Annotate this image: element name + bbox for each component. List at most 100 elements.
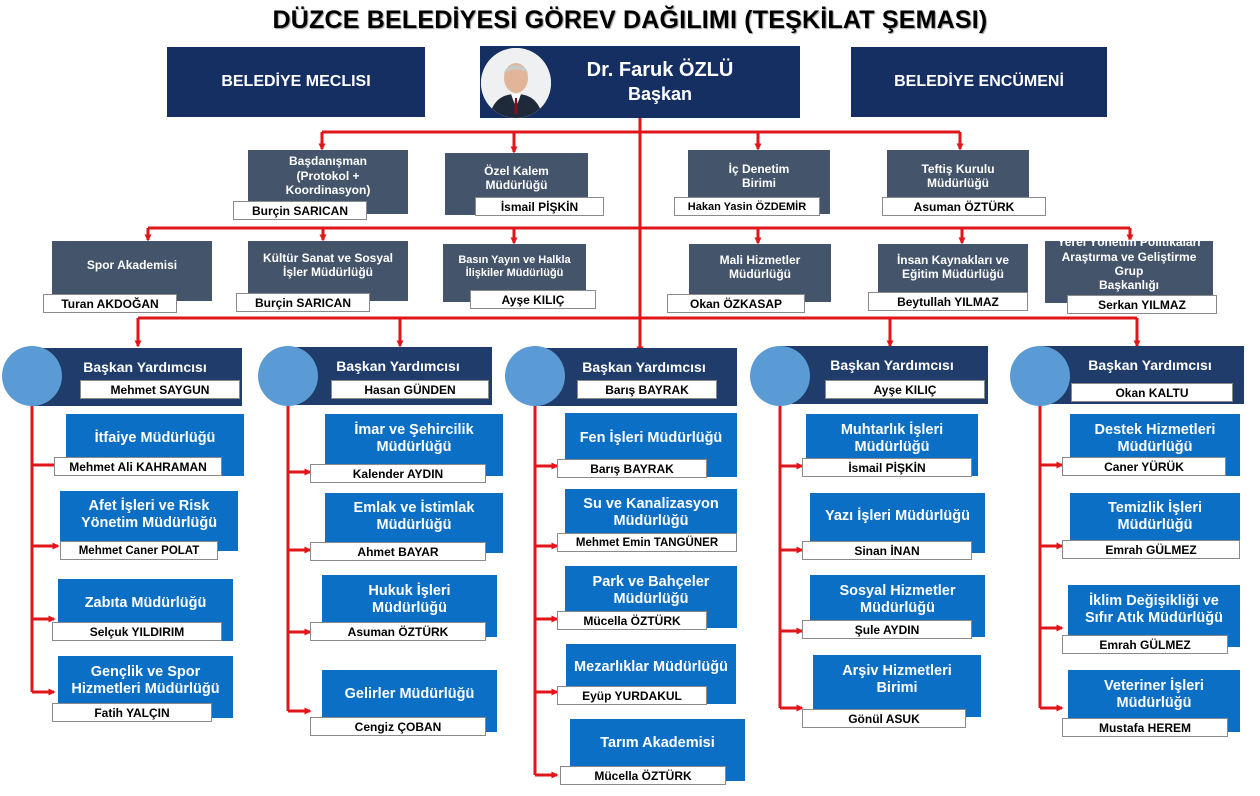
dept-title: Basın Yayın ve Halkla [458, 253, 571, 266]
unit-box: Arşiv Hizmetleri Birimi [813, 655, 981, 717]
committee-label: BELEDİYE ENCÜMENİ [894, 73, 1064, 91]
dept-box: Kültür Sanat ve Sosyal İşler Müdürlüğü [248, 241, 408, 301]
advisor-name: İsmail PİŞKİN [475, 197, 604, 216]
vp-name: Hasan GÜNDEN [331, 380, 489, 399]
unit-title: Arşiv Hizmetleri Birimi [842, 662, 952, 696]
vp-name: Mehmet SAYGUN [80, 380, 240, 399]
dept-title: Yerel Yönetim Politikaları [1057, 235, 1201, 250]
unit-name: Mücella ÖZTÜRK [560, 766, 726, 785]
dept-title: İnsan Kaynakları ve [896, 252, 1010, 267]
unit-name: Kalender AYDIN [310, 464, 486, 483]
unit-title: Gelirler Müdürlüğü [344, 686, 475, 703]
unit-title: Afet İşleri ve Risk Yönetim Müdürlüğü [80, 497, 218, 531]
dept-title: İlişkiler Müdürlüğü [465, 267, 564, 279]
unit-title: Zabıta Müdürlüğü [84, 595, 207, 612]
unit-title: Veteriner İşleri Müdürlüğü [1104, 677, 1204, 711]
unit-title: Temizlik İşleri Müdürlüğü [1107, 499, 1203, 533]
dept-name: Serkan YILMAZ [1067, 295, 1217, 314]
unit-title: Park ve Bahçeler Müdürlüğü [592, 573, 710, 607]
unit-name: Mehmet Caner POLAT [60, 541, 218, 560]
mayor-photo [481, 48, 551, 118]
dept-title: İşler Müdürlüğü [283, 265, 373, 279]
unit-name: Mehmet Emin TANGÜNER [557, 533, 737, 552]
page-title: DÜZCE BELEDİYESİ GÖREV DAĞILIMI (TEŞKİLA… [272, 6, 988, 34]
unit-title: Emlak ve İstimlak Müdürlüğü [353, 499, 475, 533]
dept-title: Kültür Sanat ve Sosyal [262, 250, 394, 265]
vp-circle [2, 346, 62, 406]
unit-title: Sosyal Hizmetler Müdürlüğü [839, 582, 956, 616]
unit-title: Hukuk İşleri Müdürlüğü [368, 582, 451, 616]
unit-title: İklim Değişikliği ve Sıfır Atık Müdürlüğ… [1084, 592, 1223, 626]
vp-circle [1010, 346, 1070, 406]
unit-name: İsmail PİŞKİN [802, 458, 972, 477]
unit-name: Sinan İNAN [802, 541, 972, 560]
advisor-title: Teftiş Kurulu [921, 161, 995, 176]
unit-name: Emrah GÜLMEZ [1062, 540, 1240, 559]
vp-label: Başkan Yardımcısı [83, 358, 207, 375]
unit-name: Şule AYDIN [802, 620, 972, 639]
unit-name: Mehmet Ali KAHRAMAN [54, 457, 222, 476]
dept-name: Beytullah YILMAZ [868, 292, 1028, 311]
vp-circle [750, 346, 810, 406]
unit-name: Mustafa HEREM [1062, 718, 1228, 737]
vp-circle [505, 346, 565, 406]
dept-box: Spor Akademisi [52, 241, 212, 301]
unit-name: Emrah GÜLMEZ [1062, 635, 1228, 654]
unit-title: İtfaiye Müdürlüğü [94, 430, 216, 447]
dept-title: Eğitim Müdürlüğü [902, 267, 1004, 281]
unit-name: Selçuk YILDIRIM [52, 622, 222, 641]
unit-name: Gönül ASUK [802, 709, 966, 728]
unit-name: Mücella ÖZTÜRK [557, 611, 707, 630]
dept-name: Turan AKDOĞAN [43, 294, 177, 313]
unit-name: Cengiz ÇOBAN [310, 717, 486, 736]
vp-name: Okan KALTU [1071, 383, 1233, 402]
dept-title: Başkanlığı [1098, 278, 1160, 293]
vp-name: Ayşe KILIÇ [825, 380, 985, 399]
dept-name: Burçin SARICAN [236, 293, 370, 312]
unit-name: Caner YÜRÜK [1062, 457, 1226, 476]
unit-name: Barış BAYRAK [557, 459, 707, 478]
dept-name: Okan ÖZKASAP [667, 294, 805, 313]
advisor-title: Özel Kalem [484, 163, 549, 178]
vp-label: Başkan Yardımcısı [582, 358, 706, 375]
advisor-title: Başdanışman [288, 154, 368, 169]
vp-circle [258, 346, 318, 406]
advisor-title: Müdürlüğü [927, 176, 989, 190]
advisor-title: İç Denetim [728, 161, 790, 176]
dept-box: Mali Hizmetler Müdürlüğü [689, 244, 831, 302]
unit-title: Destek Hizmetleri Müdürlüğü [1094, 421, 1216, 455]
mayor-role: Başkan [627, 84, 693, 105]
unit-title: Gençlik ve Spor Hizmetleri Müdürlüğü [71, 663, 220, 697]
unit-name: Fatih YALÇIN [52, 703, 212, 722]
unit-title: Yazı İşleri Müdürlüğü [824, 508, 971, 525]
unit-title: İmar ve Şehircilik Müdürlüğü [354, 421, 474, 455]
dept-box: Yerel Yönetim Politikaları Araştırma ve … [1045, 235, 1213, 303]
advisor-title: Birimi [741, 176, 776, 190]
unit-title: Tarım Akademisi [600, 735, 715, 752]
unit-title: Muhtarlık İşleri Müdürlüğü [840, 421, 944, 455]
dept-title: Müdürlüğü [729, 267, 791, 281]
advisor-name: Burçin SARICAN [233, 201, 367, 220]
unit-name: Ahmet BAYAR [310, 542, 486, 561]
advisor-title: Müdürlüğü [485, 178, 548, 192]
vp-label: Başkan Yardımcısı [1088, 356, 1212, 373]
unit-title: Su ve Kanalizasyon Müdürlüğü [583, 495, 719, 529]
advisor-name: Asuman ÖZTÜRK [882, 197, 1046, 216]
vp-label: Başkan Yardımcısı [830, 356, 954, 373]
unit-title: Fen İşleri Müdürlüğü [579, 430, 723, 447]
unit-name: Asuman ÖZTÜRK [310, 622, 486, 641]
advisor-title: (Protokol + Koordinasyon) [285, 168, 371, 198]
unit-title: Mezarlıklar Müdürlüğü [574, 659, 728, 676]
council-box: BELEDİYE MECLISI [167, 47, 425, 117]
vp-label: Başkan Yardımcısı [336, 357, 460, 374]
dept-title: Mali Hizmetler [719, 252, 801, 267]
vp-name: Barış BAYRAK [577, 380, 717, 399]
dept-name: Ayşe KILIÇ [470, 290, 596, 309]
mayor-name: Dr. Faruk ÖZLÜ [586, 59, 734, 82]
dept-title: Spor Akademisi [86, 257, 178, 272]
unit-name: Eyüp YURDAKUL [557, 686, 707, 705]
advisor-name: Hakan Yasin ÖZDEMİR [674, 197, 820, 216]
dept-title: Araştırma ve Geliştirme Grup [1061, 249, 1197, 278]
council-label: BELEDİYE MECLISI [221, 73, 371, 91]
